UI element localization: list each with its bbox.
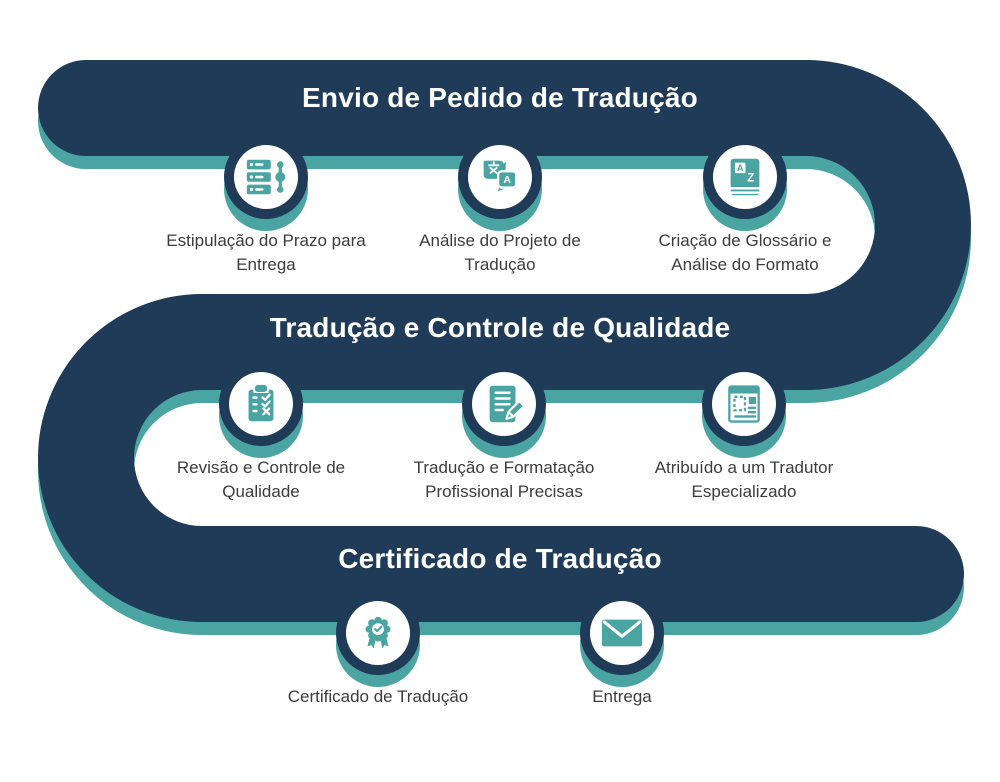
svg-text:A: A (503, 174, 511, 186)
step-label: Certificado de Tradução (287, 687, 469, 706)
section-title-3: Certificado de Tradução (338, 543, 662, 574)
edit-document-icon (489, 385, 525, 423)
step-label: Estipulação do Prazo para Entrega (166, 231, 366, 274)
checklist-clipboard-icon (248, 384, 274, 422)
award-badge-icon (365, 616, 391, 649)
section-title-2: Tradução e Controle de Qualidade (269, 312, 731, 343)
step-label: Revisão e Controle de Qualidade (176, 458, 346, 501)
step-label: Entrega (592, 687, 652, 706)
step-label: Atribuído a um Tradutor Especializado (654, 458, 834, 501)
assignment-form-icon (728, 385, 760, 423)
section-title-1: Envio de Pedido de Tradução (302, 82, 698, 113)
translate-bubbles-icon: A (483, 160, 518, 192)
dictionary-book-icon: A Z (730, 158, 760, 196)
serpentine-band (38, 59, 971, 622)
step-label: Tradução e Formatação Profissional Preci… (413, 458, 595, 501)
envelope-icon (601, 619, 643, 647)
step-label: Criação de Glossário e Análise do Format… (658, 231, 832, 274)
tasks-timeline-icon (246, 159, 286, 195)
svg-text:Z: Z (747, 172, 754, 184)
svg-text:A: A (737, 163, 744, 173)
step-label: Análise do Projeto de Tradução (419, 231, 581, 274)
